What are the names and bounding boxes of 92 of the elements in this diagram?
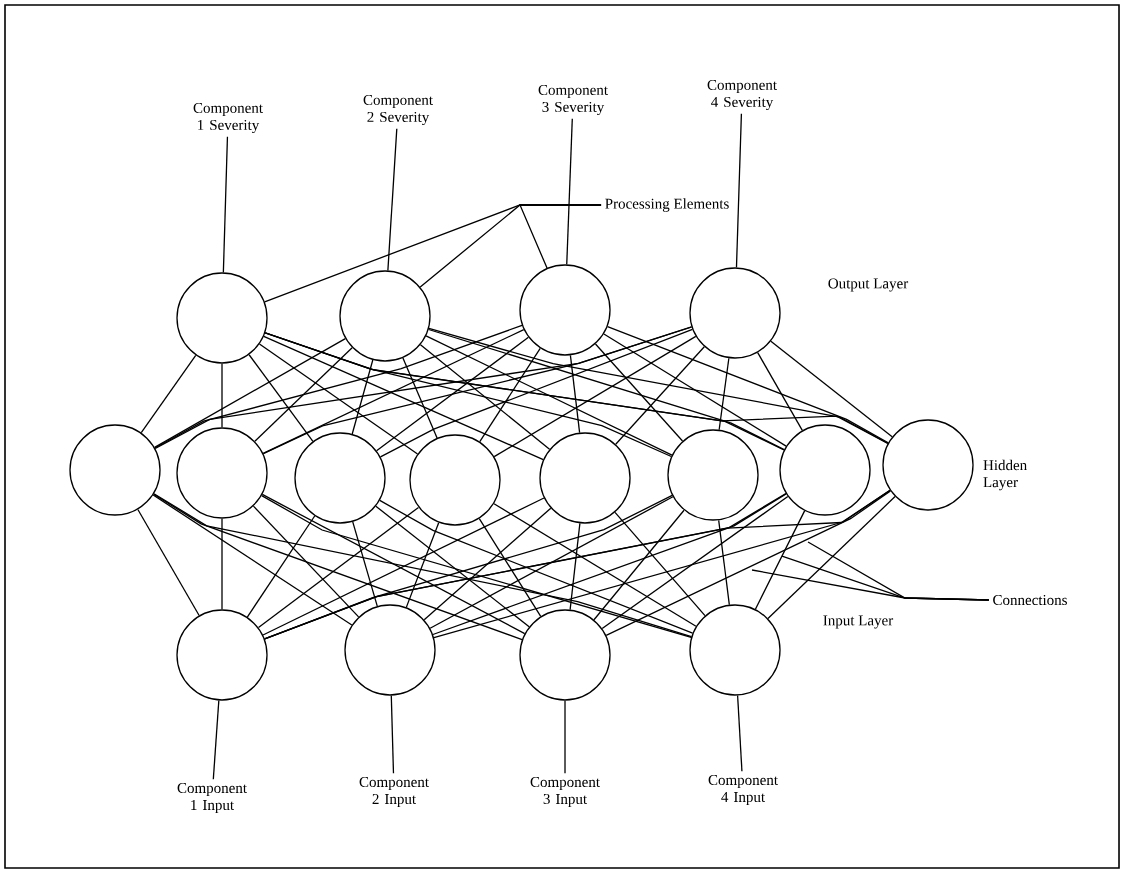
output-label: Component 3 Severity <box>538 84 608 116</box>
neuron-circle <box>294 432 386 524</box>
connection-line <box>154 337 346 449</box>
layer-label: Output Layer <box>828 278 909 292</box>
output-label: Component 2 Severity <box>363 94 433 126</box>
neuron-circle <box>519 609 611 701</box>
connection-line <box>615 346 705 445</box>
connection-line <box>735 113 743 269</box>
neuron-circle <box>689 267 781 359</box>
connection-line <box>402 357 438 439</box>
connection-line <box>736 694 743 772</box>
neuron-circle <box>344 604 436 696</box>
connection-line <box>428 327 889 444</box>
connection-line <box>257 506 420 629</box>
connection-line <box>493 503 697 627</box>
connection-line <box>351 359 374 435</box>
connection-line <box>605 490 892 636</box>
connection-line <box>606 325 889 444</box>
connection-line <box>263 335 544 461</box>
connection-line <box>352 521 378 607</box>
neuron-circle <box>779 424 871 516</box>
output-label: Component 4 Severity <box>707 79 777 111</box>
neuron-circle <box>69 424 161 516</box>
connection-line <box>153 493 523 641</box>
connection-line <box>390 695 395 774</box>
connection-line <box>221 363 223 428</box>
connection-line <box>248 354 314 442</box>
connection-line <box>221 518 223 610</box>
input-label: Component 4 Input <box>708 774 778 806</box>
connection-line <box>375 336 530 452</box>
connection-line <box>379 328 694 458</box>
connection-line <box>264 489 891 640</box>
connection-line <box>601 495 789 630</box>
connection-line <box>246 515 316 618</box>
leader-line <box>519 204 602 269</box>
connection-line <box>212 699 220 780</box>
connection-line <box>614 511 706 617</box>
connection-line <box>603 333 787 447</box>
connection-line <box>767 495 896 620</box>
connection-line <box>258 343 419 455</box>
connection-line <box>754 510 806 610</box>
neuron-circle <box>339 270 431 362</box>
connection-line <box>423 507 552 621</box>
connection-line <box>137 508 200 617</box>
connection-line <box>718 357 730 431</box>
neuron-circle <box>689 604 781 696</box>
connection-line <box>433 489 891 639</box>
neuron-circle <box>539 432 631 524</box>
connection-line <box>140 354 197 434</box>
connection-line <box>387 128 398 272</box>
connection-line <box>564 700 566 774</box>
connection-line <box>569 522 581 611</box>
connection-line <box>429 496 674 629</box>
connection-line <box>152 494 353 626</box>
connection-line <box>594 343 684 442</box>
neuron-circle <box>667 429 759 521</box>
connection-line <box>479 347 541 443</box>
connection-line <box>718 519 730 606</box>
connection-line <box>425 335 673 456</box>
connection-line <box>478 518 542 617</box>
callout-label: Connections <box>993 594 1067 606</box>
connection-line <box>379 499 694 634</box>
connection-line <box>252 505 360 618</box>
connection-line <box>770 340 893 438</box>
input-label: Component 2 Input <box>359 776 429 808</box>
neuron-circle <box>882 419 974 511</box>
connection-line <box>254 347 353 442</box>
output-label: Component 1 Severity <box>193 102 263 134</box>
connection-line <box>432 493 787 636</box>
connection-line <box>264 332 889 445</box>
layer-label: Input Layer <box>823 615 894 629</box>
input-label: Component 3 Input <box>530 776 600 808</box>
neuron-circle <box>519 264 611 356</box>
connection-line <box>427 328 785 451</box>
connection-line <box>569 354 581 434</box>
connection-line <box>405 522 440 608</box>
connection-line <box>757 351 803 432</box>
connection-line <box>419 344 551 450</box>
connection-line <box>493 335 697 458</box>
callout-label: Processing Elements <box>605 198 729 212</box>
connection-line <box>154 324 523 449</box>
neuron-circle <box>176 272 268 364</box>
leader-line <box>751 569 990 601</box>
connection-line <box>593 509 685 621</box>
connection-line <box>375 505 530 628</box>
neuron-circle <box>176 427 268 519</box>
neuron-circle <box>409 434 501 526</box>
neuron-circle <box>176 609 268 701</box>
connection-line <box>222 136 229 274</box>
connection-line <box>566 118 573 266</box>
input-label: Component 1 Input <box>177 782 247 814</box>
connection-line <box>153 493 693 638</box>
